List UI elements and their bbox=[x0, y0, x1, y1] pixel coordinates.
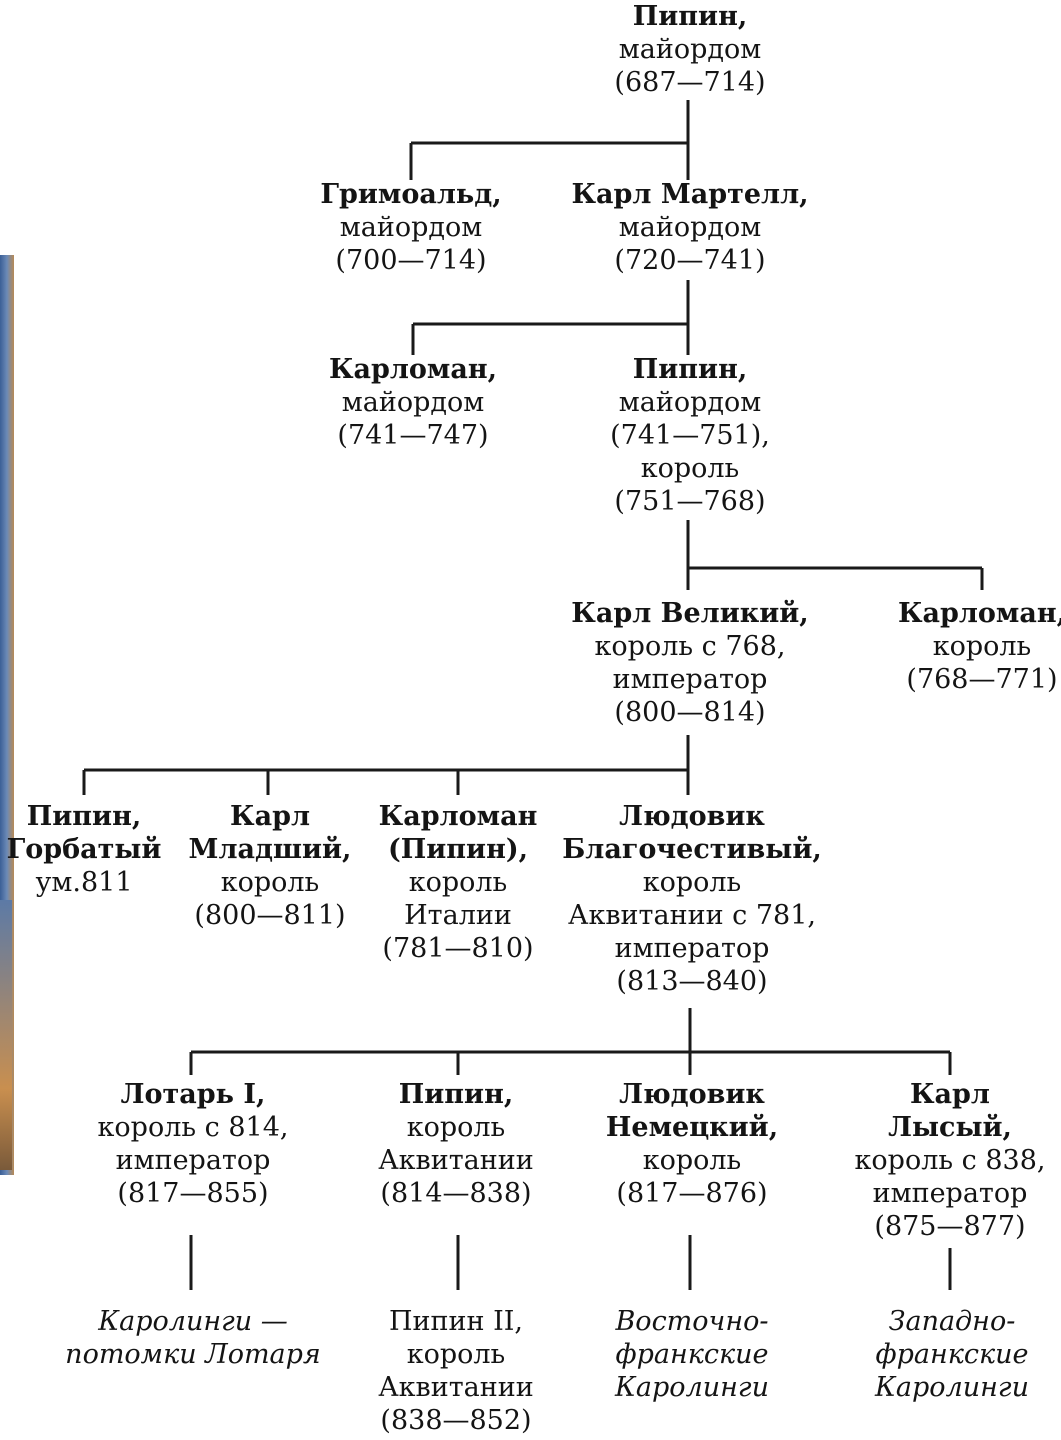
person-pipin-king: Пипин, майордом (741—751), король (751—7… bbox=[610, 354, 770, 517]
descendants-vostochno-frankskie: Восточно- франкские Каролинги bbox=[615, 1306, 769, 1403]
person-karl-martell: Карл Мартелл, майордом (720—741) bbox=[571, 179, 809, 276]
person-pipin-ii: Пипин II, король Аквитании (838—852) bbox=[378, 1306, 534, 1436]
person-karl-lysy: Карл Лысый, король с 838, император (875… bbox=[854, 1079, 1046, 1242]
person-karl-mladshy: Карл Младший, король (800—811) bbox=[188, 801, 352, 931]
person-pipin-mayordom: Пипин, майордом (687—714) bbox=[614, 1, 766, 98]
descendants-zapadno-frankskie: Западно- франкские Каролинги bbox=[875, 1306, 1029, 1403]
person-pipin-gorbaty: Пипин, Горбатый ум.811 bbox=[6, 801, 162, 898]
person-karloman-mayordom: Карломан, майордом (741—747) bbox=[328, 354, 498, 451]
person-lyudovik-nemetsky: Людовик Немецкий, король (817—876) bbox=[605, 1079, 779, 1209]
person-grimoald: Гримоальд, майордом (700—714) bbox=[320, 179, 502, 276]
person-lyudovik-blagochestivy: Людовик Благочестивый, король Аквитании … bbox=[562, 801, 822, 997]
person-karl-veliky: Карл Великий, король с 768, император (8… bbox=[571, 598, 809, 728]
background-painting-strip-lower bbox=[0, 900, 12, 1170]
descendants-karolingi-lotarya: Каролинги — потомки Лотаря bbox=[65, 1306, 321, 1370]
person-karloman-king: Карломан, король (768—771) bbox=[897, 598, 1061, 695]
person-karloman-pipin: Карломан (Пипин), король Италии (781—810… bbox=[378, 801, 538, 964]
person-lotar: Лотарь I, король с 814, император (817—8… bbox=[97, 1079, 289, 1209]
person-pipin-akvitania: Пипин, король Аквитании (814—838) bbox=[378, 1079, 534, 1209]
